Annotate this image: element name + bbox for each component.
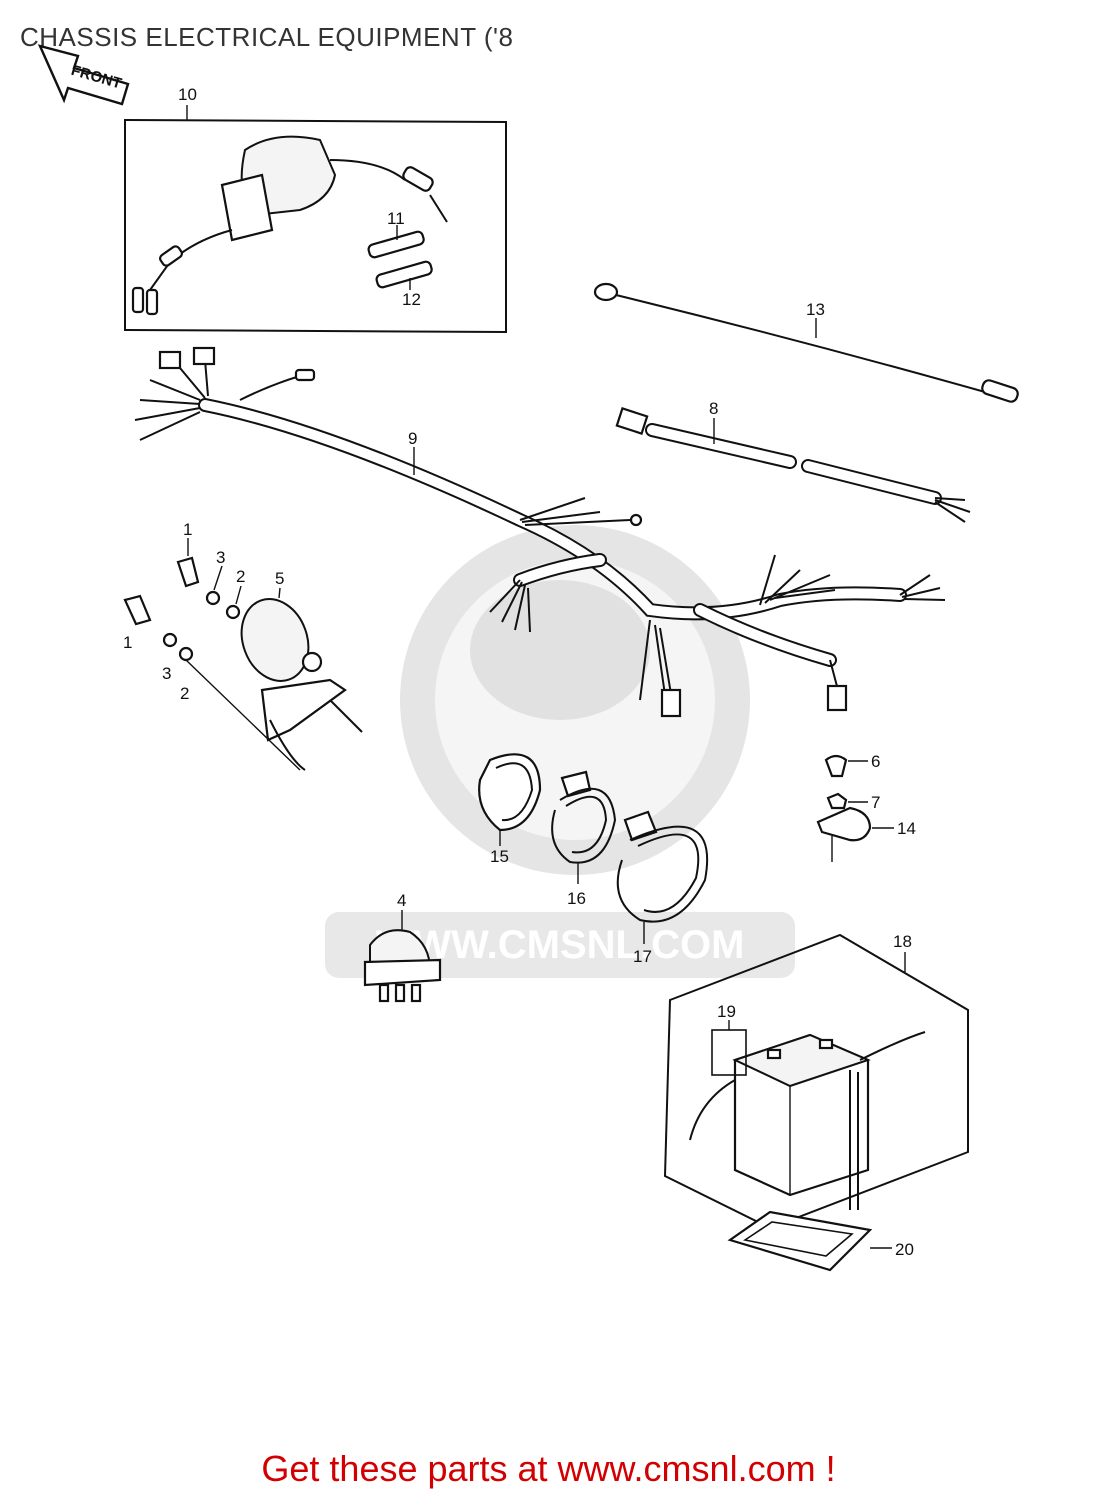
part-9-main-harness[interactable] — [134, 346, 946, 718]
callout-1-upper: 1 — [183, 520, 192, 539]
callout-16: 16 — [567, 889, 586, 908]
part-18-battery-assembly[interactable] — [663, 933, 969, 1272]
front-arrow-icon: FRONT — [37, 44, 130, 106]
callout-19: 19 — [717, 1002, 736, 1021]
callout-15: 15 — [490, 847, 509, 866]
callout-4: 4 — [397, 891, 406, 910]
page-title: CHASSIS ELECTRICAL EQUIPMENT ('8 — [20, 22, 514, 52]
footer-link[interactable]: Get these parts at www.cmsnl.com ! — [261, 1448, 836, 1489]
callout-9: 9 — [408, 429, 417, 448]
callout-11: 11 — [387, 209, 405, 228]
callout-labels: 10 11 12 13 8 9 1 3 2 5 1 3 2 6 7 14 15 … — [123, 85, 916, 1259]
callout-14: 14 — [897, 819, 916, 838]
callout-8: 8 — [709, 399, 718, 418]
callout-18: 18 — [893, 932, 912, 951]
part-5-ignition-switch[interactable] — [123, 538, 363, 771]
parts-diagram: WWW.CMSNL.COM FRONT — [37, 44, 1019, 1272]
callout-17: 17 — [633, 947, 652, 966]
callout-7: 7 — [871, 793, 880, 812]
callout-2-upper: 2 — [236, 567, 245, 586]
parts-15-16-17-bands[interactable] — [478, 753, 709, 944]
callout-12: 12 — [402, 290, 421, 309]
callout-3-lower: 3 — [162, 664, 171, 683]
callout-20: 20 — [895, 1240, 914, 1259]
callout-3-upper: 3 — [216, 548, 225, 567]
callout-5: 5 — [275, 569, 284, 588]
callout-13: 13 — [806, 300, 825, 319]
part-8-sub-harness[interactable] — [615, 407, 971, 523]
part-10-assembly[interactable] — [124, 105, 507, 334]
parts-6-7-14-clamp[interactable] — [816, 754, 894, 862]
callout-2-lower: 2 — [180, 684, 189, 703]
callout-6: 6 — [871, 752, 880, 771]
part-13-ground-lead[interactable] — [593, 282, 1019, 403]
part-4-relay[interactable] — [363, 910, 442, 1003]
callout-1-lower: 1 — [123, 633, 132, 652]
callout-10: 10 — [178, 85, 197, 104]
watermark-logo: WWW.CMSNL.COM — [325, 525, 795, 978]
